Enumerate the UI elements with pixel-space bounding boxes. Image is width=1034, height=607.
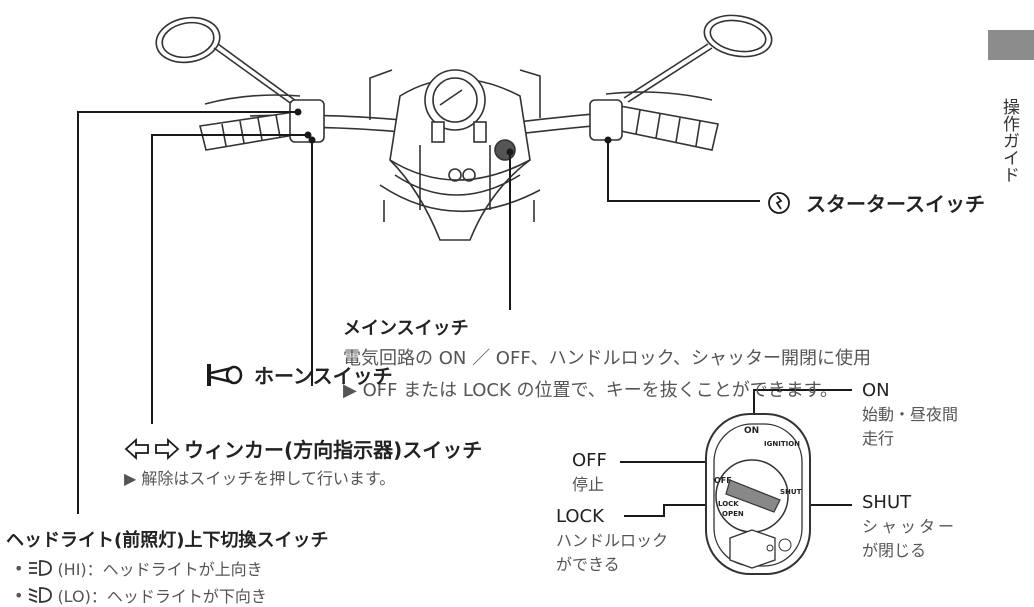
horn-icon xyxy=(207,363,243,386)
leader-lines xyxy=(77,111,852,517)
side-tab-label-text: 操作ガイド xyxy=(999,98,1019,183)
horn-switch-callout: ホーンスイッチ xyxy=(206,360,393,389)
high-beam-icon xyxy=(29,560,53,576)
cylinder-open-mark: OPEN xyxy=(722,510,744,518)
side-tab-label: 操作ガイド xyxy=(999,98,1020,183)
headlight-hi-text: (HI)：ヘッドライトが上向き xyxy=(57,560,263,579)
horn-switch-title: ホーンスイッチ xyxy=(254,364,393,388)
bullet-dot: • xyxy=(14,558,24,578)
key-on-callout: ON 始動・昼夜間 走行 xyxy=(862,380,958,449)
key-off-callout: OFF 停止 xyxy=(572,450,607,495)
headlight-lo-text: (LO)：ヘッドライトが下向き xyxy=(57,587,267,606)
key-shut-callout: SHUT シャッター が閉じる xyxy=(862,492,957,561)
key-on-desc-2: 走行 xyxy=(862,429,895,448)
winker-switch-callout: ウィンカー(方向指示器)スイッチ ▶ 解除はスイッチを押して行います。 xyxy=(124,434,482,489)
key-lock-desc-1: ハンドルロック xyxy=(556,531,669,550)
key-shut-desc-1: シャッター xyxy=(862,517,958,536)
winker-switch-note: ▶ 解除はスイッチを押して行います。 xyxy=(124,469,396,488)
winker-switch-title: ウィンカー(方向指示器)スイッチ xyxy=(184,438,483,462)
main-switch-description: 電気回路の ON ／ OFF、ハンドルロック、シャッター開閉に使用 xyxy=(343,348,872,369)
low-beam-icon xyxy=(29,587,53,603)
main-switch-callout: メインスイッチ 電気回路の ON ／ OFF、ハンドルロック、シャッター開閉に使… xyxy=(343,314,871,402)
starter-switch-title: スタータースイッチ xyxy=(806,192,985,216)
headlight-switch-title: ヘッドライト(前照灯)上下切換スイッチ xyxy=(6,530,329,551)
key-lock-callout: LOCK ハンドルロック ができる xyxy=(556,506,668,575)
bullet-dot: • xyxy=(14,585,24,605)
key-shut-desc-2: が閉じる xyxy=(862,541,927,560)
key-shut-label: SHUT xyxy=(862,492,912,513)
headlight-switch-callout: ヘッドライト(前照灯)上下切換スイッチ • (HI)：ヘッドライトが上向き • … xyxy=(6,526,328,607)
side-tab-marker xyxy=(988,30,1034,60)
cylinder-ignition-mark: IGNITION xyxy=(764,440,801,448)
key-off-label: OFF xyxy=(572,450,607,471)
winker-arrows-icon xyxy=(124,437,180,460)
cylinder-off-mark: OFF xyxy=(714,476,732,485)
key-lock-label: LOCK xyxy=(556,506,604,527)
headlight-lo-item: • (LO)：ヘッドライトが下向き xyxy=(14,583,328,607)
cylinder-on-mark: ON xyxy=(744,426,760,436)
motorcycle-outline xyxy=(155,14,773,241)
starter-switch-callout: スタータースイッチ xyxy=(764,188,985,217)
key-on-desc-1: 始動・昼夜間 xyxy=(862,405,959,424)
key-off-desc: 停止 xyxy=(572,475,605,494)
main-switch-title: メインスイッチ xyxy=(343,318,469,339)
cylinder-lock-mark: LOCK xyxy=(718,500,739,508)
key-on-label: ON xyxy=(862,380,890,401)
key-cylinder xyxy=(705,413,811,575)
starter-icon xyxy=(768,191,790,214)
key-lock-desc-2: ができる xyxy=(556,555,620,574)
headlight-hi-item: • (HI)：ヘッドライトが上向き xyxy=(14,556,328,580)
main-switch-note: ▶ OFF または LOCK の位置で、キーを抜くことができます。 xyxy=(343,380,839,401)
cylinder-shut-mark: SHUT xyxy=(780,488,802,496)
